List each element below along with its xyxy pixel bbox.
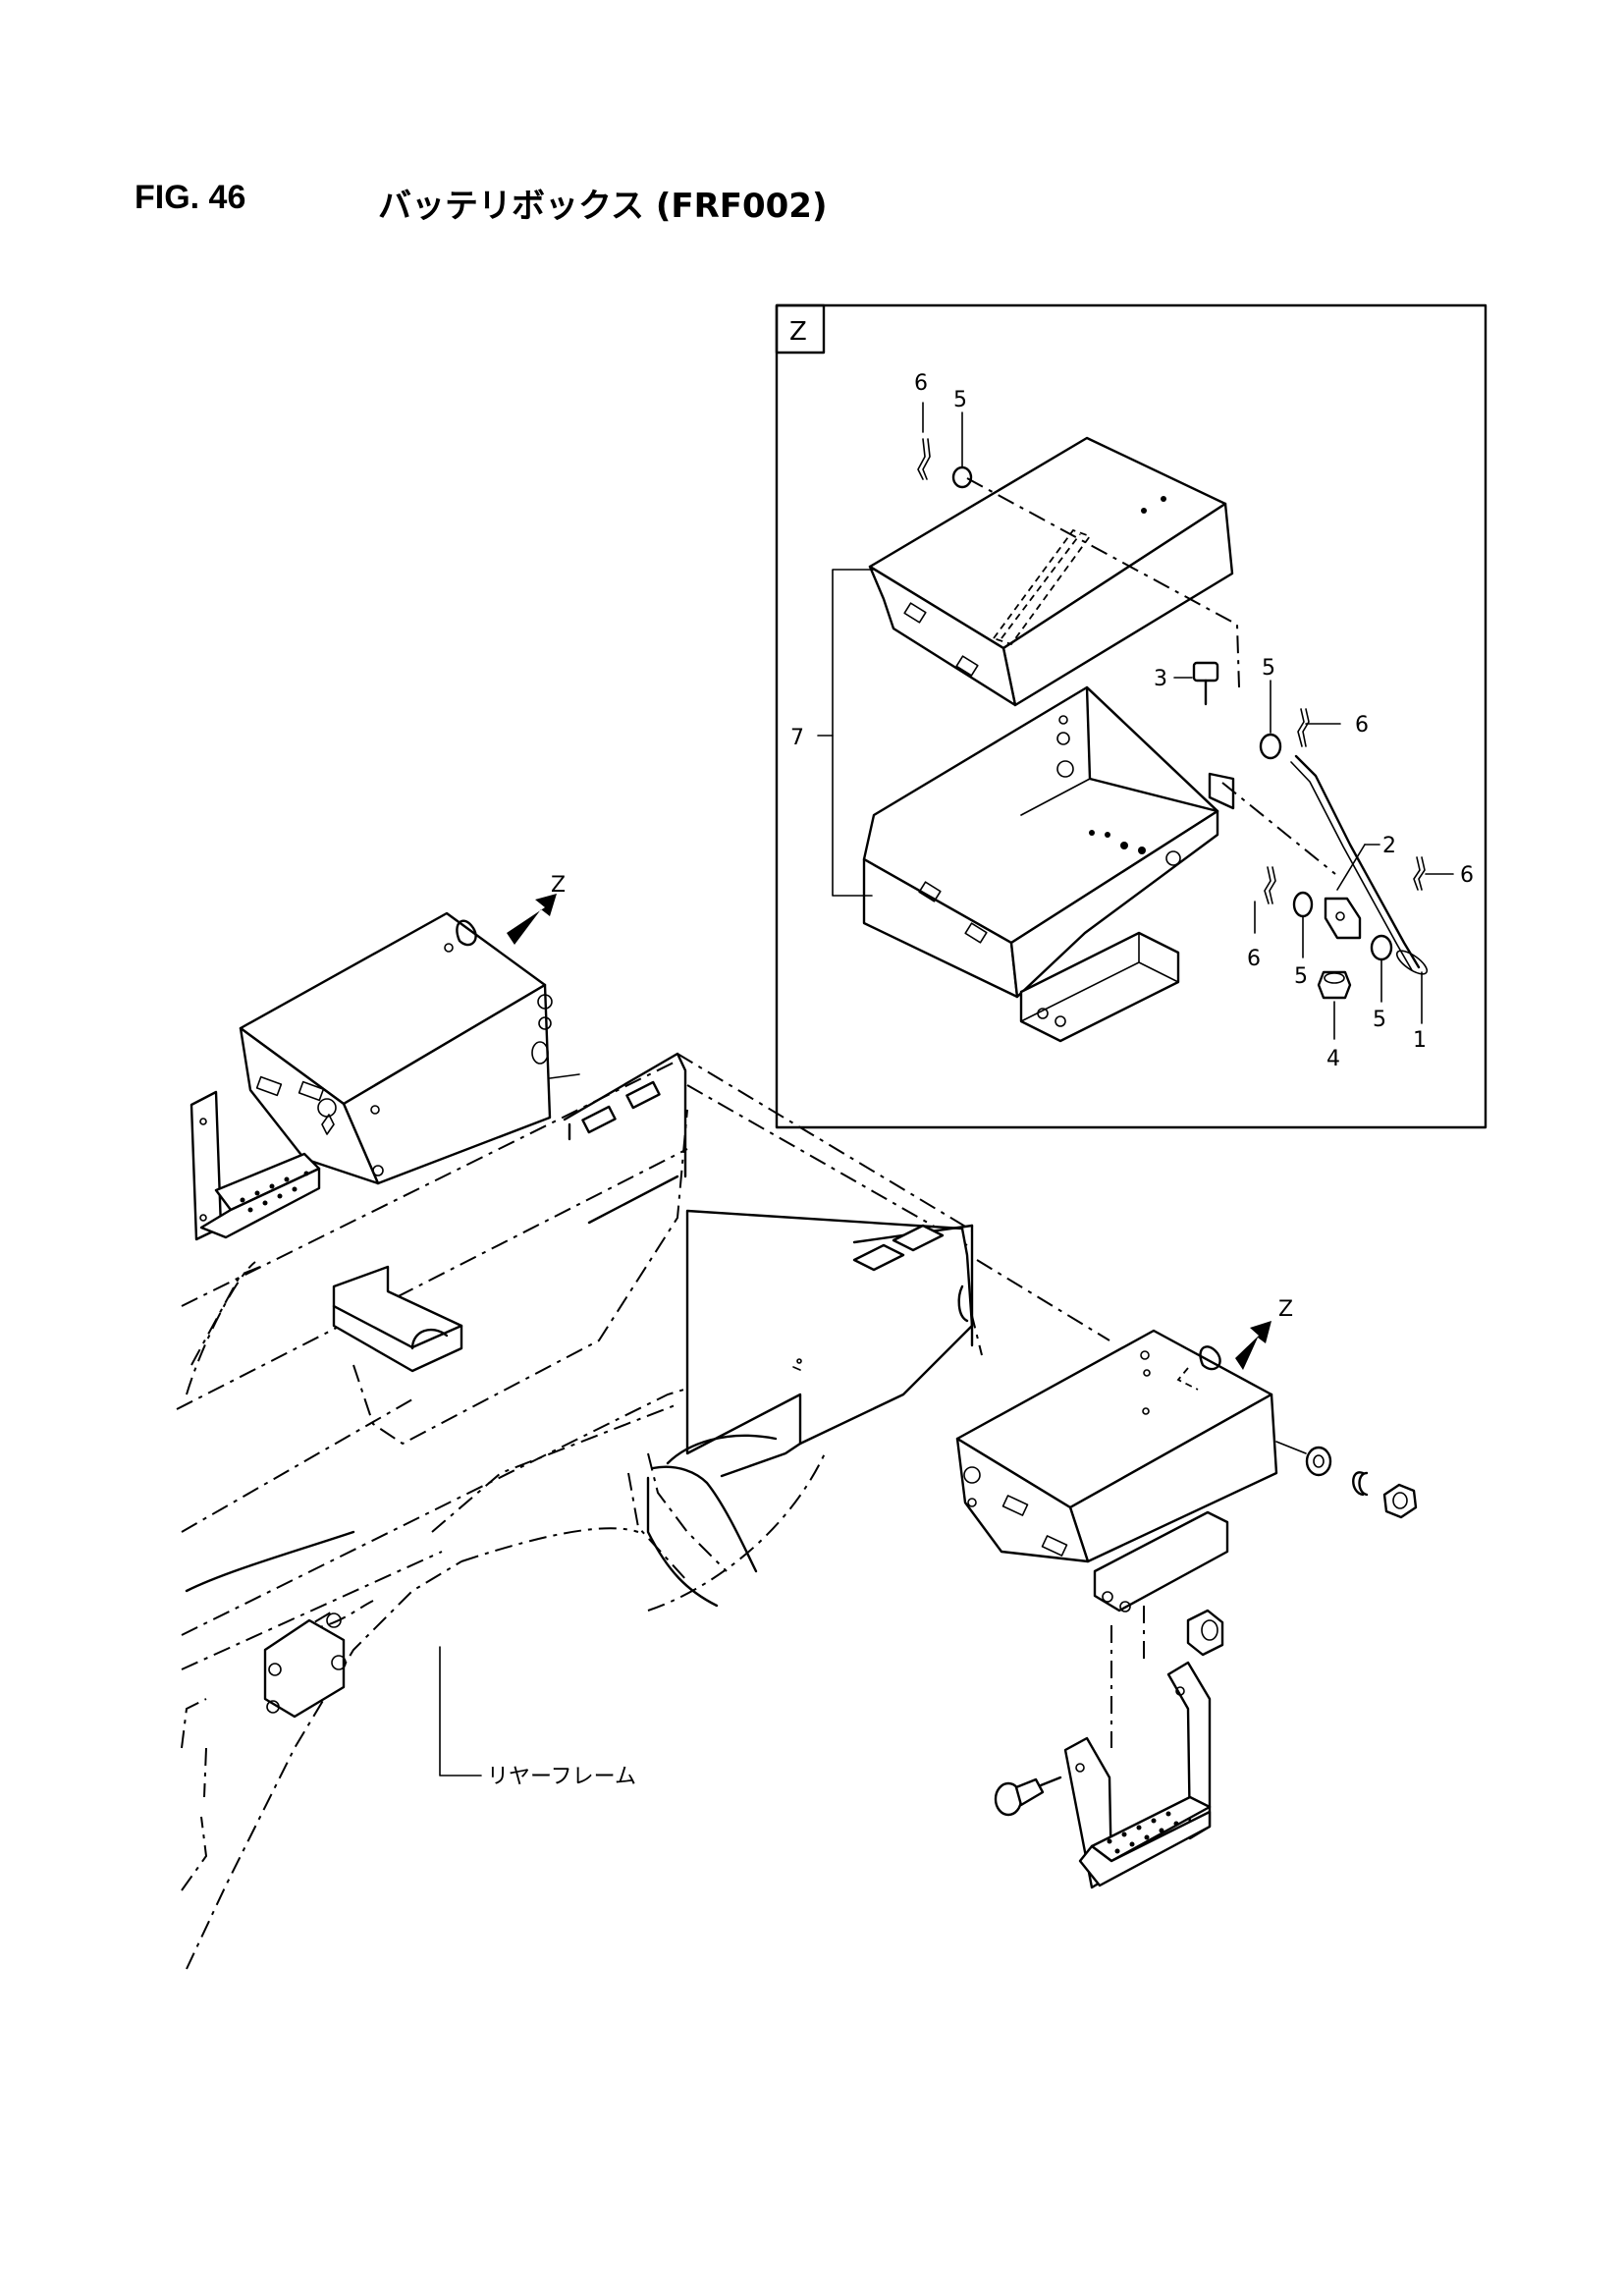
right-battery-box bbox=[955, 1329, 1278, 1613]
cotter-pin bbox=[917, 402, 1454, 934]
callout-4: 4 bbox=[1326, 1047, 1340, 1071]
callout-5c: 5 bbox=[1294, 964, 1308, 989]
step-mounting-bolt bbox=[994, 1776, 1062, 1817]
battery-box-base bbox=[862, 685, 1235, 1043]
figure-number: FIG. 46 bbox=[135, 179, 246, 216]
right-fasteners bbox=[1275, 1441, 1418, 1519]
frame-side-plate bbox=[563, 1052, 687, 1225]
washer bbox=[951, 411, 1393, 1003]
cross-member bbox=[332, 1209, 974, 1478]
left-battery-box bbox=[239, 911, 580, 1185]
detail-view-frame bbox=[775, 303, 1488, 1129]
callout-3: 3 bbox=[1154, 667, 1167, 691]
frame-hump bbox=[185, 1434, 778, 1608]
inspection-plate bbox=[263, 1613, 347, 1719]
view-label: Z bbox=[789, 317, 807, 347]
right-step bbox=[1063, 1606, 1212, 1889]
step-bushing bbox=[1186, 1609, 1224, 1657]
callout-5a: 5 bbox=[953, 388, 967, 412]
callout-6c: 6 bbox=[1247, 947, 1261, 971]
callout-6b: 6 bbox=[1355, 713, 1369, 738]
main-view: Z Z リヤーフレーム bbox=[176, 873, 1418, 1970]
nut bbox=[1317, 970, 1352, 1040]
rear-frame bbox=[176, 1053, 1110, 1970]
callout-2: 2 bbox=[1382, 834, 1396, 858]
callout-6a: 6 bbox=[914, 371, 928, 396]
view-arrow-left: Z bbox=[507, 873, 566, 945]
view-label-box bbox=[775, 303, 826, 355]
left-step bbox=[189, 1090, 321, 1241]
battery-box-cover bbox=[868, 436, 1234, 707]
callout-1: 1 bbox=[1413, 1028, 1427, 1053]
view-arrow-right-label: Z bbox=[1278, 1297, 1293, 1322]
latch-rod bbox=[1290, 754, 1429, 975]
bolt bbox=[1173, 661, 1219, 706]
callout-5b: 5 bbox=[1262, 656, 1275, 681]
callout-5d: 5 bbox=[1373, 1008, 1386, 1032]
bracket bbox=[1324, 844, 1380, 940]
view-arrow-left-label: Z bbox=[551, 873, 566, 898]
figure-title: バッテリボックス (FRF002) bbox=[378, 187, 828, 226]
detail-view-z: Z bbox=[775, 303, 1488, 1129]
rear-frame-label: リヤーフレーム bbox=[487, 1765, 636, 1789]
callout-6d: 6 bbox=[1460, 863, 1474, 888]
view-arrow-right: Z bbox=[1235, 1297, 1293, 1370]
callout-7: 7 bbox=[790, 726, 804, 750]
